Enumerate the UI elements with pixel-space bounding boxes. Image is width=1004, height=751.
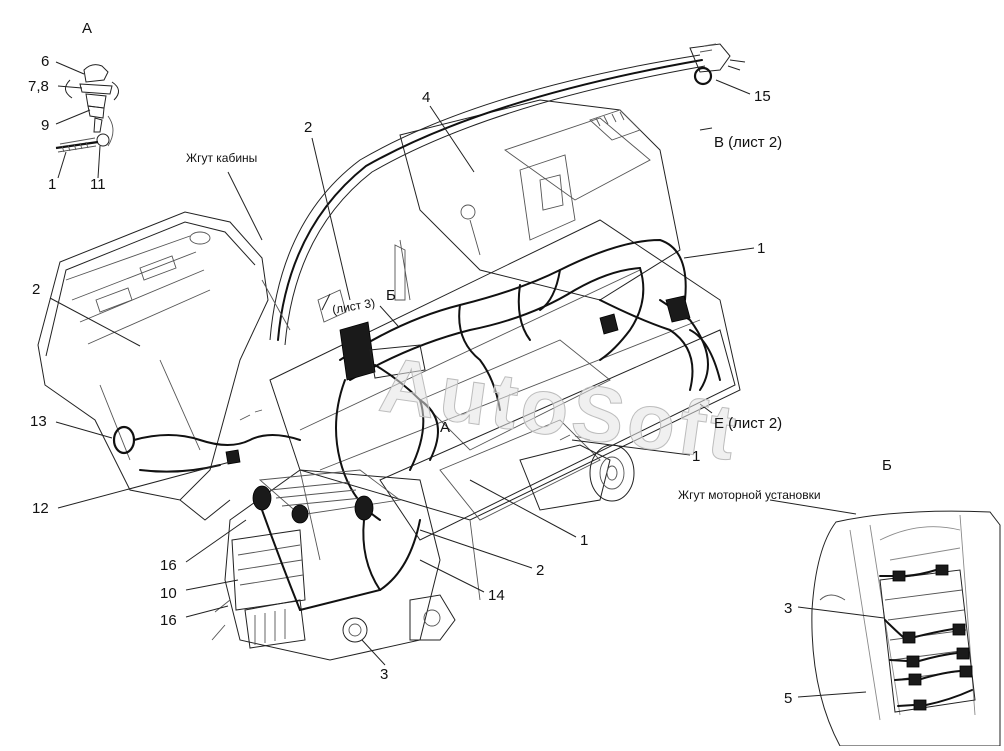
- callout-16-bottom: 16: [160, 612, 177, 629]
- watermark-text: AutoSoft: [375, 340, 745, 477]
- callout-1-right: 1: [757, 240, 765, 257]
- rear-wall-panel: [394, 99, 681, 301]
- detail-b-title: Б: [882, 457, 892, 474]
- relay-block: [317, 289, 439, 521]
- detail-a-leader-lines: [55, 61, 101, 179]
- main-leader-lines: [49, 79, 755, 666]
- callout-a-1: 1: [48, 176, 56, 193]
- view-a-marker: А: [440, 419, 450, 436]
- caption-engine-harness: Жгут моторной установки: [678, 488, 821, 502]
- detail-b-relay-panel: [811, 510, 1001, 747]
- callout-4: 4: [422, 89, 430, 106]
- callout-b-3: 3: [784, 600, 792, 617]
- callout-14: 14: [488, 587, 505, 604]
- cab-harness-wires: [339, 238, 721, 411]
- detail-a-connector: [55, 64, 119, 153]
- callout-b-5: 5: [784, 690, 792, 707]
- callout-a-6: 6: [41, 53, 49, 70]
- ref-v-sheet-2: В (лист 2): [714, 134, 782, 151]
- caption-cab-harness: Жгут кабины: [186, 151, 257, 165]
- callout-a-9: 9: [41, 117, 49, 134]
- left-harness-branch: [112, 409, 301, 473]
- callout-15: 15: [754, 88, 771, 105]
- callout-1-bottom: 1: [580, 532, 588, 549]
- callout-a-11: 11: [90, 176, 106, 193]
- callout-13: 13: [30, 413, 47, 430]
- view-b-marker: Б: [386, 287, 396, 304]
- detail-b-leader-lines: [769, 499, 885, 698]
- left-body-panel: [37, 211, 269, 521]
- callout-10: 10: [160, 585, 177, 602]
- engine-block: [211, 469, 456, 661]
- ref-e-sheet-2: Е (лист 2): [714, 415, 782, 432]
- callout-16-top: 16: [160, 557, 177, 574]
- callout-2-bottom: 2: [536, 562, 544, 579]
- detail-a-title: А: [82, 20, 92, 37]
- roof-arch: [261, 43, 746, 346]
- callout-2-left: 2: [32, 281, 40, 298]
- callout-2-top: 2: [304, 119, 312, 136]
- ref-sheet-3: (лист 3): [331, 296, 376, 317]
- callout-12: 12: [32, 500, 49, 517]
- callout-1-mid: 1: [692, 448, 700, 465]
- callout-3-main: 3: [380, 666, 388, 683]
- callout-a-7-8: 7,8: [28, 78, 49, 95]
